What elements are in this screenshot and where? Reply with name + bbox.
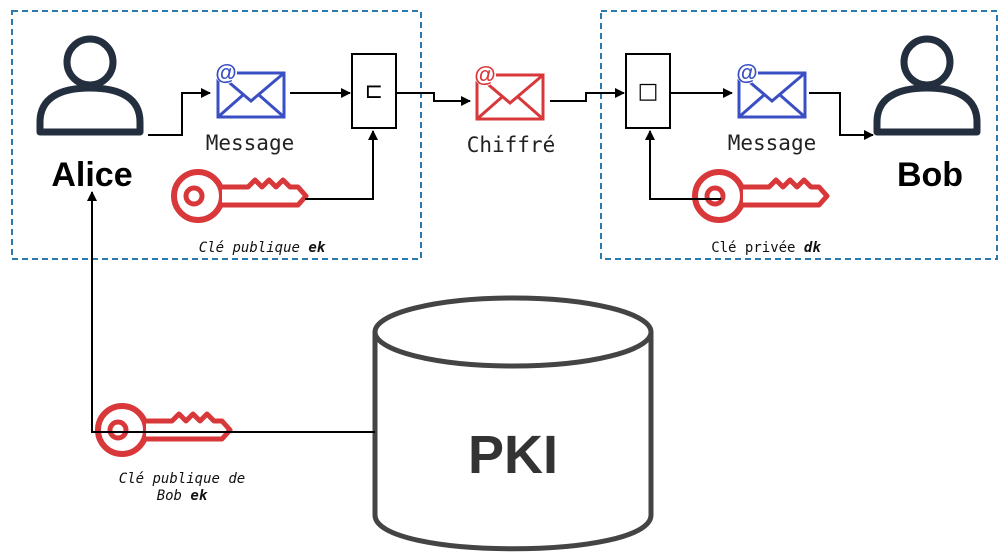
message-label-right: Message: [728, 131, 817, 155]
bob-person-icon: [877, 39, 977, 132]
pki-label: PKI: [468, 425, 558, 485]
pki-database-icon: [372, 295, 654, 552]
cipher-envelope-icon: [472, 60, 545, 121]
private-key-icon: [695, 172, 827, 220]
pki-key-caption-line2: Bob ek: [157, 488, 208, 504]
cipher-label: Chiffré: [467, 133, 556, 157]
decrypt-symbol: □: [638, 79, 659, 104]
message-label-left: Message: [206, 131, 295, 155]
encrypt-symbol: ⊏: [365, 79, 383, 104]
alice-person-icon: [40, 39, 140, 132]
decrypted-envelope-icon: [734, 58, 807, 119]
public-key-icon: [174, 172, 306, 220]
message-envelope-icon: [213, 58, 286, 119]
connectors: [87, 88, 874, 433]
decrypt-box: [625, 53, 671, 129]
encrypt-box: [351, 53, 397, 129]
pki-key-icon: [98, 406, 230, 454]
alice-label: Alice: [51, 156, 132, 194]
bob-label: Bob: [897, 156, 963, 194]
bob-key-caption: Clé privée dk: [711, 240, 821, 256]
bob-zone: [600, 10, 998, 260]
pki-key-caption-line1: Clé publique de: [119, 471, 245, 487]
alice-key-caption: Clé publique ek: [199, 240, 326, 256]
alice-zone: [11, 10, 422, 260]
